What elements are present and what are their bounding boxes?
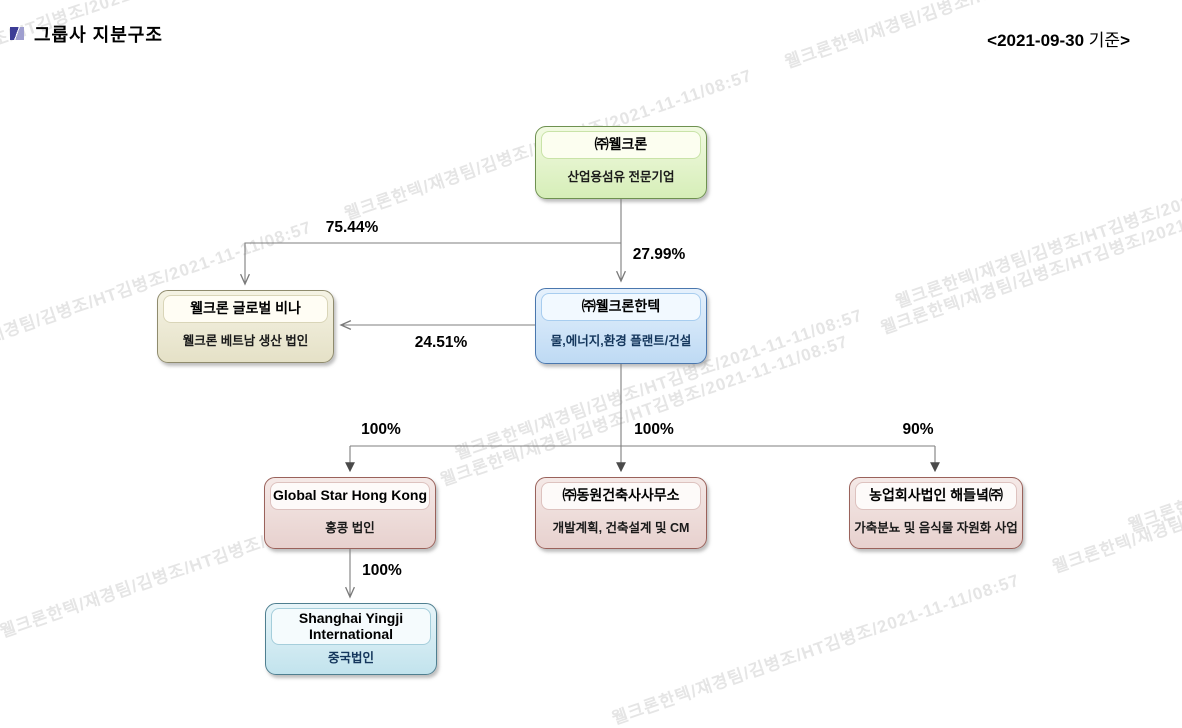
entity-desc: 웰크론 베트남 생산 법인 [182, 334, 309, 348]
entity-name: ㈜웰크론한텍 [541, 293, 701, 321]
ownership-label-hantec-vina: 24.51% [414, 334, 468, 351]
entity-name: ㈜웰크론 [541, 131, 701, 159]
entity-card-haedeulnyeok: 농업회사법인 해들녘㈜ 가축분뇨 및 음식물 자원화 사업 [849, 477, 1023, 549]
as-of-date-close: > [1120, 31, 1130, 50]
entity-card-global-vina: 웰크론 글로벌 비나 웰크론 베트남 생산 법인 [157, 290, 334, 363]
entity-name: ㈜동원건축사사무소 [541, 482, 701, 510]
entity-name: 농업회사법인 해들녘㈜ [855, 482, 1017, 510]
entity-card-global-star: Global Star Hong Kong 홍콩 법인 [264, 477, 436, 549]
ownership-label-hantec-dongwon: 100% [634, 421, 674, 438]
entity-desc: 개발계획, 건축설계 및 CM [552, 520, 690, 535]
as-of-date-label: 기준 [1084, 31, 1121, 50]
entity-name: Global Star Hong Kong [270, 482, 430, 510]
entity-name: 웰크론 글로벌 비나 [163, 295, 328, 323]
entity-card-dongwon: ㈜동원건축사사무소 개발계획, 건축설계 및 CM [535, 477, 707, 549]
entity-name: Shanghai Yingji International [271, 608, 431, 646]
entity-card-hantec: ㈜웰크론한텍 물,에너지,환경 플랜트/건설 [535, 288, 707, 364]
ownership-label-hantec-globalstar: 100% [361, 421, 401, 438]
header: 그룹사 지분구조 <2021-09-30 기준> [0, 0, 1182, 60]
as-of-date-value: <2021-09-30 [987, 31, 1085, 50]
entity-desc: 가축분뇨 및 음식물 자원화 사업 [854, 520, 1018, 535]
page-title: 그룹사 지분구조 [34, 25, 163, 45]
entity-card-shanghai: Shanghai Yingji International 중국법인 [265, 603, 437, 675]
watermark-text: 웰크론한텍/재경팀/김병조/HT김병조/2021-11-11/08:57 웰크론… [1125, 74, 1182, 536]
watermark-text: 웰크론한텍/재경팀/김병조/HT김병조/2021-11-11/08:57 웰크론… [0, 180, 1182, 642]
ownership-label-hantec-haedeul: 90% [902, 421, 934, 438]
entity-desc: 중국법인 [327, 651, 374, 666]
ownership-label-welcron-hantec: 27.99% [632, 246, 686, 263]
as-of-date: <2021-09-30 기준> [987, 26, 1130, 51]
ownership-label-welcron-vina: 75.44% [325, 219, 379, 236]
entity-card-welcron: ㈜웰크론 산업용섬유 전문기업 [535, 126, 707, 199]
watermark-text: 웰크론한텍/재경팀/김병조/HT김병조/2021-11-11/08:57 웰크론… [452, 2, 1182, 464]
title-bullet-icon [10, 27, 24, 40]
entity-desc: 홍콩 법인 [325, 520, 375, 535]
entity-desc: 물,에너지,환경 플랜트/건설 [550, 333, 692, 348]
ownership-label-globalstar-shanghai: 100% [362, 562, 402, 579]
entity-desc: 산업용섬유 전문기업 [567, 170, 675, 184]
